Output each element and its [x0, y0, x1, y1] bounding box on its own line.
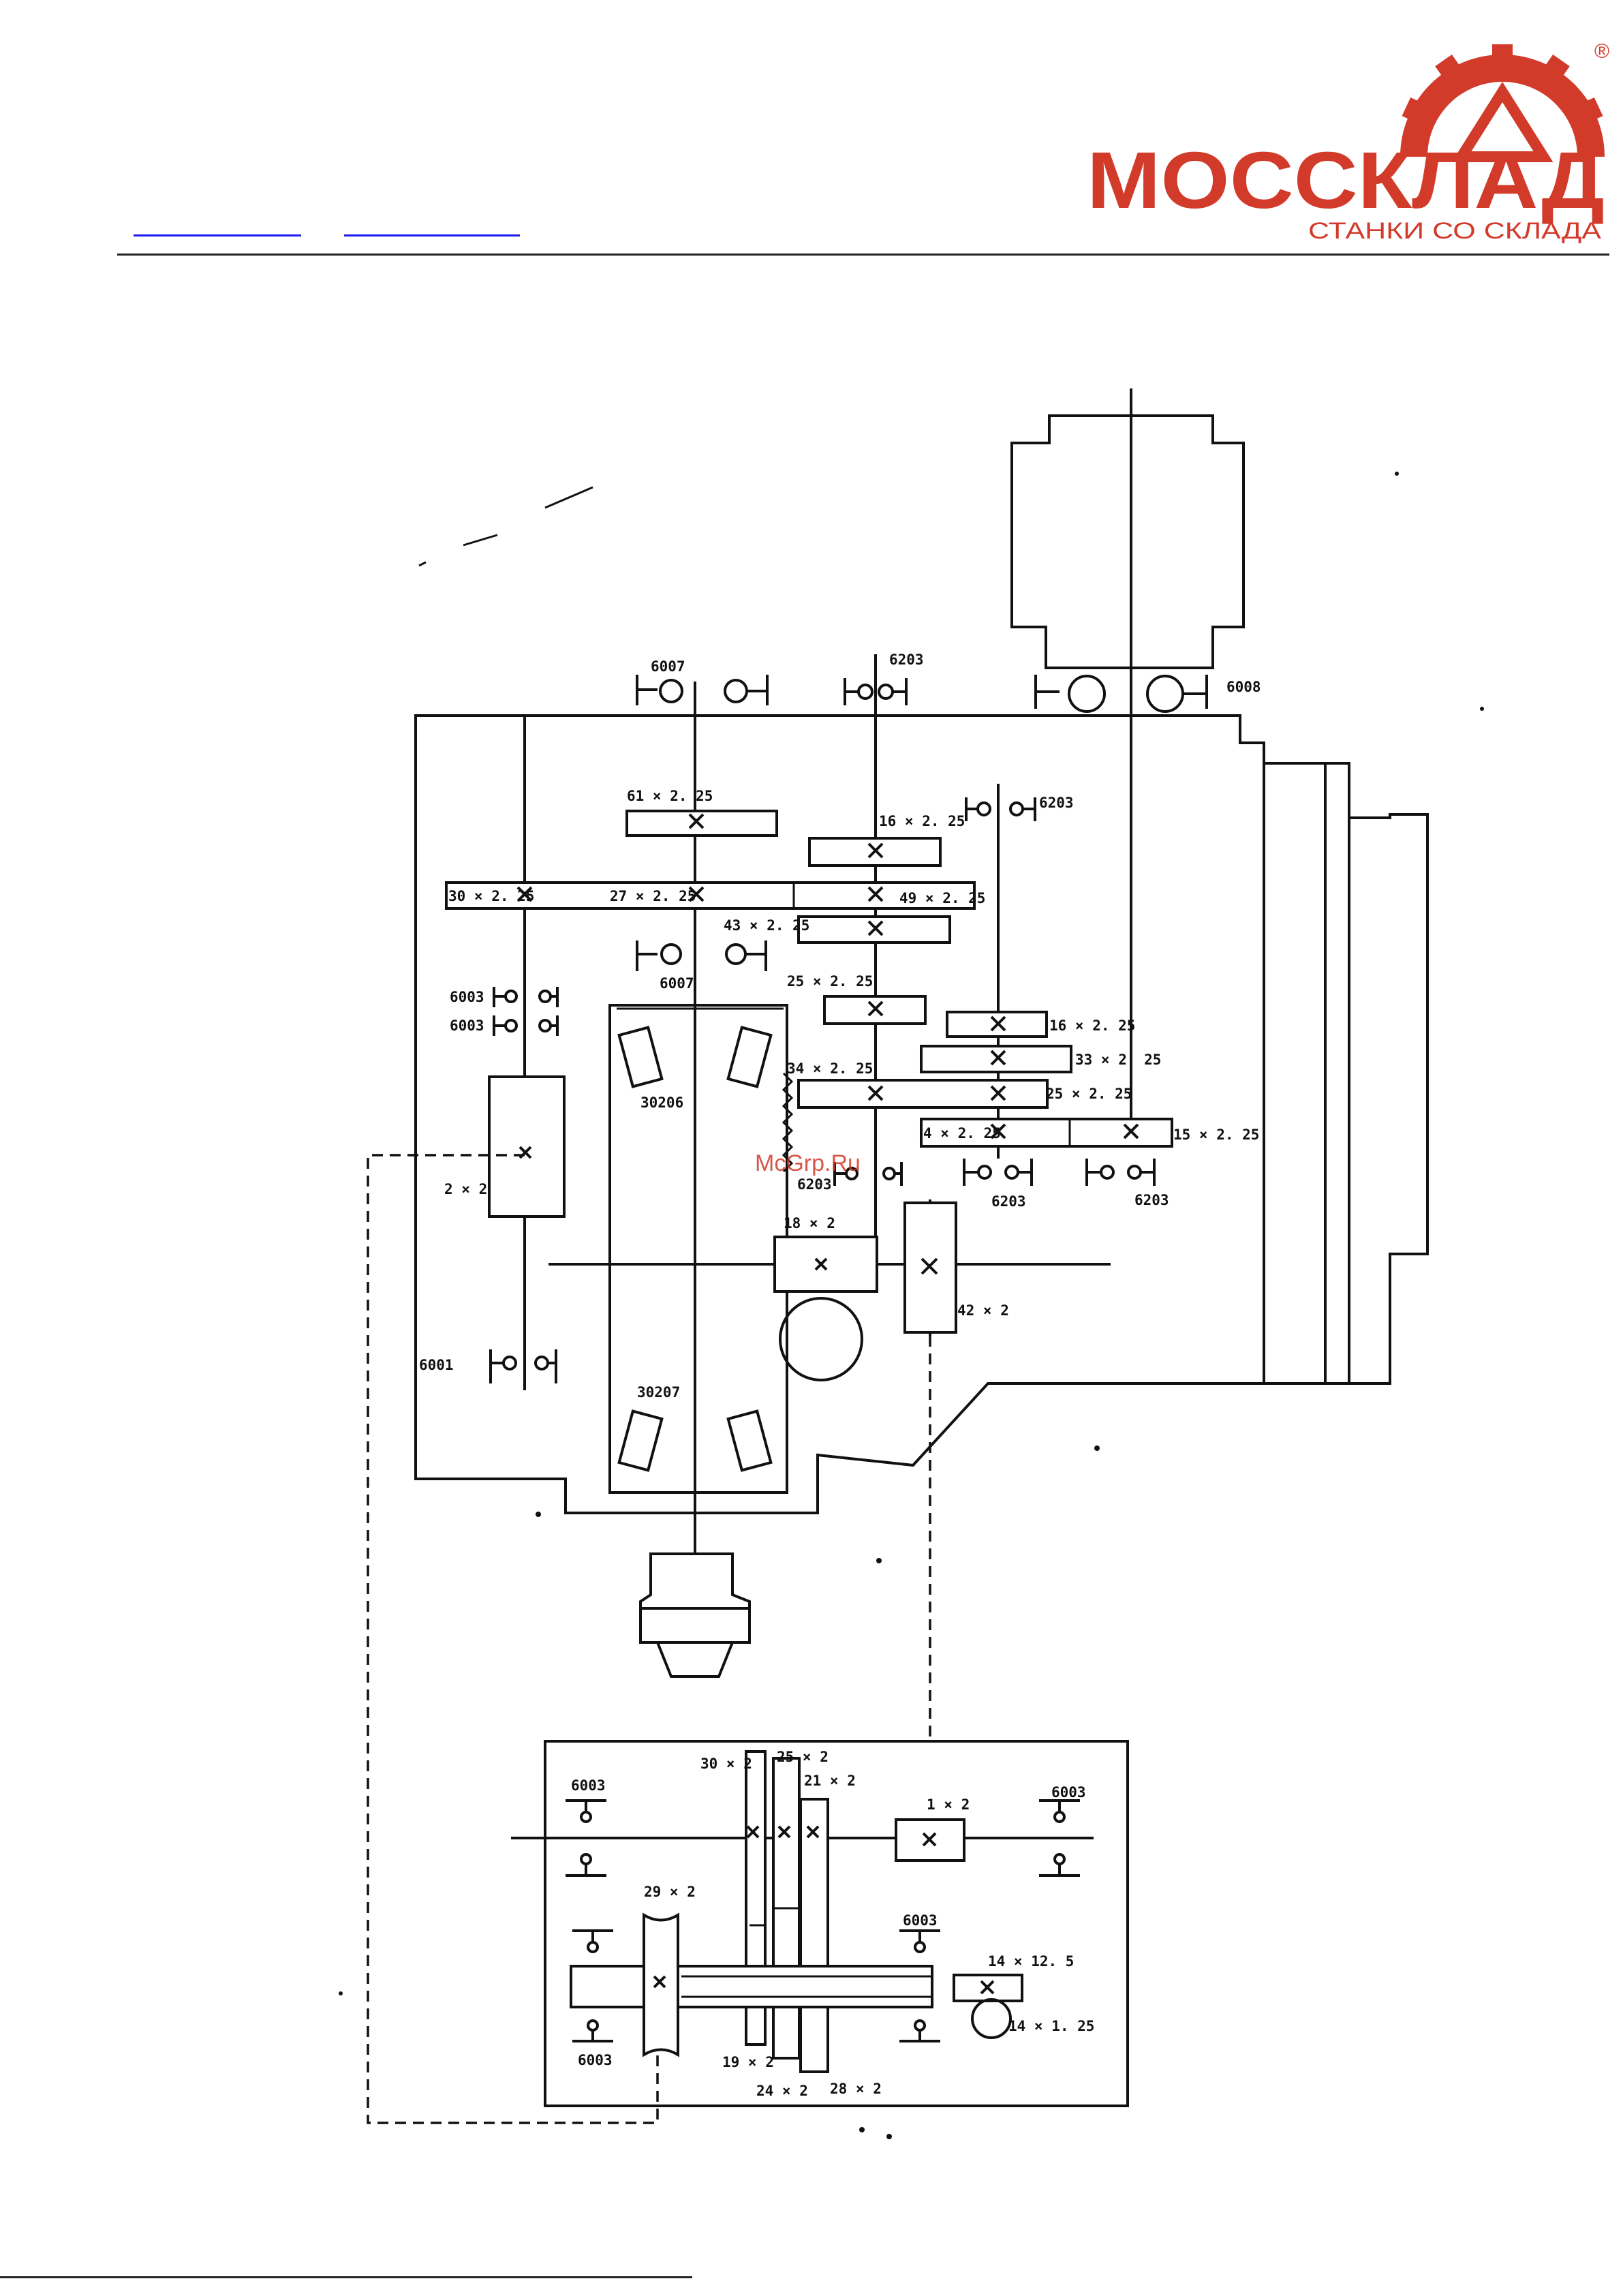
- label-61x2.25: 61 × 2. 25: [627, 788, 713, 804]
- header-link-2[interactable]: [344, 217, 520, 236]
- bearings: [489, 675, 1208, 1383]
- label-16x2.25a: 16 × 2. 25: [879, 813, 965, 829]
- label-6003a: 6003: [450, 989, 484, 1005]
- label-4x2.25: 4 × 2. 25: [923, 1125, 1001, 1142]
- label-30x2.25: 30 × 2. 25: [448, 888, 534, 904]
- logo-reg-mark: ®: [1594, 40, 1609, 63]
- label-6007b: 6007: [660, 975, 694, 992]
- label-f6003a: 6003: [571, 1777, 606, 1794]
- gear-icon: [1400, 44, 1605, 162]
- watermark: McGrp.Ru: [755, 1150, 861, 1176]
- logo-title: МОССКЛАД: [1087, 136, 1605, 226]
- company-logo: ® МОССКЛАД СТАНКИ СО СКЛАДА: [1087, 40, 1609, 244]
- label-f30x2: 30 × 2: [700, 1756, 752, 1772]
- gear-crosses: [516, 813, 1139, 1275]
- spring: [782, 1072, 794, 1173]
- label-f1x2: 1 × 2: [927, 1796, 970, 1813]
- scan-dots: [339, 472, 1484, 2139]
- label-6203e: 6203: [1134, 1192, 1169, 1208]
- label-43x2.25: 43 × 2. 25: [724, 917, 809, 934]
- part-labels: 6007 6203 6008 6203 61 × 2. 25 16 × 2. 2…: [419, 652, 1261, 2099]
- feed-box: [511, 1740, 1129, 2107]
- label-6003b: 6003: [450, 1017, 484, 1034]
- label-6203a: 6203: [889, 652, 924, 668]
- label-30206: 30206: [640, 1095, 683, 1111]
- scan-marks: [418, 486, 593, 567]
- label-2x2: 2 × 2: [444, 1181, 487, 1197]
- label-25x2.25a: 25 × 2. 25: [787, 973, 873, 990]
- label-f14x1.25: 14 × 1. 25: [1008, 2018, 1094, 2034]
- label-f6003b: 6003: [1051, 1784, 1086, 1801]
- label-34x2.25: 34 × 2. 25: [787, 1060, 873, 1077]
- label-16x2.25b: 16 × 2. 25: [1049, 1017, 1135, 1034]
- spindle-quill: [608, 682, 788, 1678]
- logo-subtitle: СТАНКИ СО СКЛАДА: [1308, 218, 1601, 244]
- label-15x2.25: 15 × 2. 25: [1173, 1127, 1259, 1143]
- label-6001: 6001: [419, 1357, 454, 1373]
- label-6008: 6008: [1226, 679, 1261, 695]
- label-49x2.25: 49 × 2. 25: [899, 890, 985, 906]
- label-6203c: 6203: [797, 1176, 832, 1193]
- header-link-1[interactable]: [134, 217, 301, 236]
- label-33x2.25: 33 × 2. 25: [1075, 1052, 1161, 1068]
- motor: [1010, 388, 1245, 1118]
- label-18x2: 18 × 2: [784, 1215, 835, 1231]
- gearbox-housing: [414, 714, 1429, 1514]
- label-6203d: 6203: [991, 1193, 1026, 1210]
- label-27x2.25: 27 × 2. 25: [610, 888, 696, 904]
- label-42x2: 42 × 2: [957, 1302, 1009, 1319]
- label-6007a: 6007: [651, 658, 685, 675]
- footer-rule: [0, 2276, 692, 2278]
- label-f24x2: 24 × 2: [756, 2083, 808, 2099]
- label-f14x12.5: 14 × 12. 5: [988, 1953, 1074, 1970]
- label-f28x2: 28 × 2: [830, 2081, 882, 2097]
- label-30207: 30207: [637, 1384, 680, 1400]
- label-f6003c: 6003: [903, 1912, 938, 1929]
- dashed-linkage: [367, 1154, 931, 2124]
- label-f19x2: 19 × 2: [722, 2054, 774, 2070]
- label-f21x2: 21 × 2: [804, 1773, 856, 1789]
- label-f25x2: 25 × 2: [777, 1749, 829, 1765]
- label-6203b: 6203: [1039, 795, 1074, 811]
- header-rule: [117, 254, 1609, 256]
- label-25x2.25b: 25 × 2. 25: [1046, 1086, 1132, 1102]
- label-f29x2: 29 × 2: [644, 1884, 696, 1900]
- label-f6003d: 6003: [578, 2052, 613, 2068]
